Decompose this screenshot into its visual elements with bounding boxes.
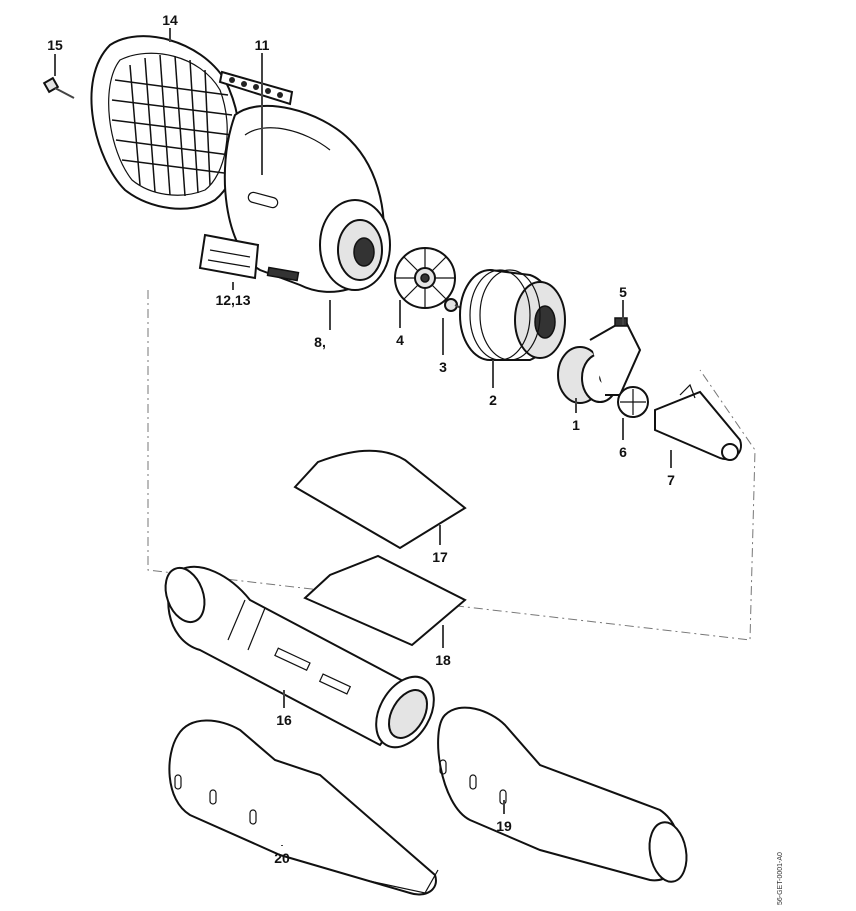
label-8: 8, — [314, 334, 326, 350]
part-16-blower-tube — [164, 565, 435, 749]
assembly-boundary — [147, 290, 756, 641]
label-4: 4 — [396, 332, 404, 348]
part-18-filter-pad — [303, 554, 467, 647]
label-12-13: 12,13 — [215, 292, 250, 308]
label-6: 6 — [619, 444, 627, 460]
part-7-nozzle-cap — [654, 383, 742, 461]
part-8-housing — [223, 104, 391, 293]
part-6-cover — [617, 386, 649, 418]
label-15: 15 — [47, 37, 63, 53]
part-19-round-nozzle — [437, 706, 688, 883]
part-17-filter-pad — [293, 449, 467, 550]
part-5-bracket — [589, 317, 642, 396]
part-20-flat-nozzle — [168, 719, 439, 896]
label-5: 5 — [619, 284, 627, 300]
part-14-grille — [90, 35, 241, 210]
label-11: 11 — [255, 37, 270, 53]
label-1: 1 — [572, 417, 580, 433]
part-12-13-plate — [198, 233, 260, 280]
part-11-label — [218, 70, 294, 106]
part-2-motor-housing — [459, 269, 566, 361]
label-16: 16 — [276, 712, 292, 728]
label-18: 18 — [435, 652, 451, 668]
label-20: 20 — [274, 850, 290, 866]
label-7: 7 — [667, 472, 675, 488]
leader-lines — [54, 28, 672, 846]
label-3: 3 — [439, 359, 447, 375]
part-15-screw — [42, 76, 75, 99]
part-4-fan — [394, 247, 456, 309]
label-19: 19 — [496, 818, 512, 834]
label-14: 14 — [162, 12, 178, 28]
label-2: 2 — [489, 392, 497, 408]
label-17: 17 — [432, 549, 448, 565]
drawing-code: 56-GET-0001-A0 — [777, 852, 784, 905]
